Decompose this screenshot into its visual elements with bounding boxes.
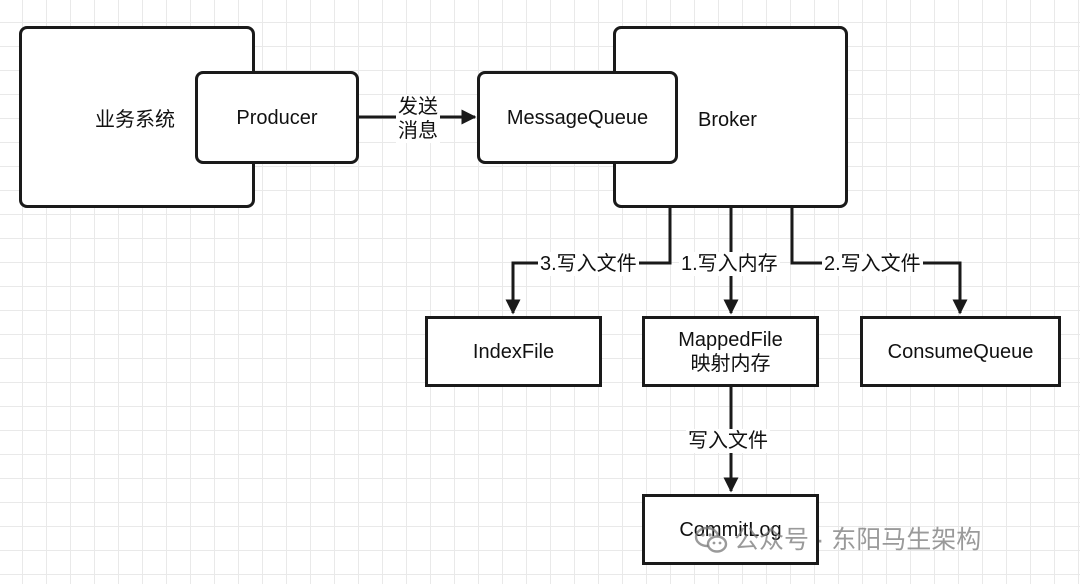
message-queue-label: MessageQueue bbox=[506, 106, 649, 129]
commit-log-node: CommitLog bbox=[642, 494, 819, 565]
send-message-label: 发送 消息 bbox=[396, 95, 440, 143]
watermark-text: 公众号 · 东阳马生架构 bbox=[734, 526, 982, 554]
consume-queue-label: ConsumeQueue bbox=[887, 340, 1034, 363]
business-system-label: 业务系统 bbox=[95, 109, 175, 131]
commit-log-label: CommitLog bbox=[679, 518, 782, 541]
producer-label: Producer bbox=[236, 106, 318, 129]
send-message-label-line2: 消息 bbox=[398, 120, 438, 142]
write-memory-1-label: 1.写入内存 bbox=[679, 252, 780, 276]
write-file-2-label: 2.写入文件 bbox=[822, 252, 923, 276]
write-file-label: 写入文件 bbox=[686, 429, 770, 453]
mapped-file-node: MappedFile 映射内存 bbox=[642, 316, 819, 387]
index-file-label: IndexFile bbox=[472, 340, 555, 363]
send-message-label-line1: 发送 bbox=[398, 96, 438, 118]
write-file-3-label: 3.写入文件 bbox=[538, 252, 639, 276]
broker-label: Broker bbox=[698, 109, 757, 131]
watermark: 公众号 · 东阳马生架构 bbox=[694, 524, 981, 556]
index-file-node: IndexFile bbox=[425, 316, 602, 387]
wechat-icon bbox=[694, 526, 728, 553]
mapped-file-label-line1: MappedFile bbox=[678, 328, 783, 351]
mapped-file-label-line2: 映射内存 bbox=[690, 352, 771, 375]
consume-queue-node: ConsumeQueue bbox=[860, 316, 1061, 387]
producer-node: Producer bbox=[195, 71, 359, 164]
message-queue-node: MessageQueue bbox=[477, 71, 678, 164]
